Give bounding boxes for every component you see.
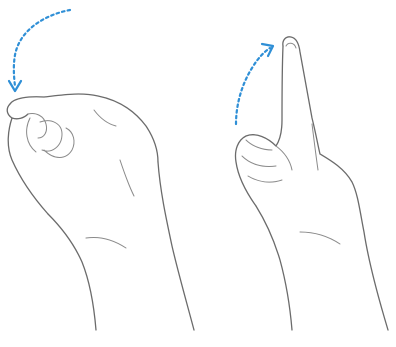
pinched-hand-icon (7, 94, 194, 330)
point-gesture-panel (235, 37, 388, 330)
pinch-gesture-panel (7, 10, 194, 330)
arrow-down-curve-icon (14, 10, 70, 86)
pointing-up-hand-icon (235, 37, 388, 330)
arrow-up-curve-icon (236, 48, 270, 124)
